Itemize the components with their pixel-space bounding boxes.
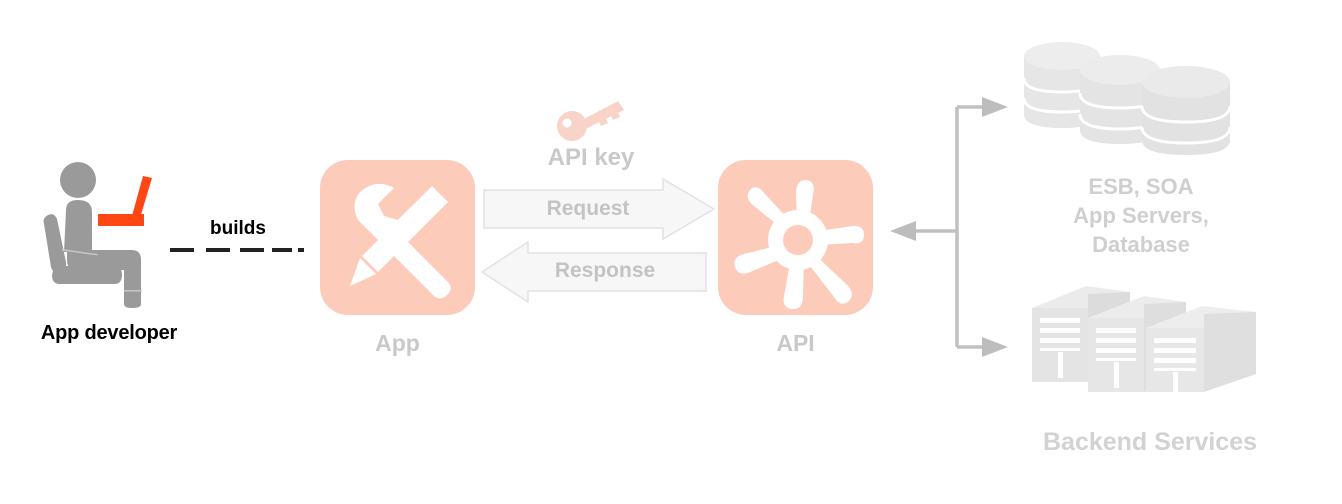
request-arrow [483, 178, 715, 240]
api-key-label: API key [547, 144, 635, 171]
database-label-line-1: ESB, SOA [1088, 174, 1194, 199]
database-cylinders-icon [1022, 42, 1232, 155]
key-icon [557, 101, 624, 141]
server-racks-icon [1032, 286, 1256, 392]
developer-label: App developer [40, 322, 178, 344]
backend-services-label: Backend Services [1042, 428, 1258, 456]
response-arrow [481, 241, 707, 303]
database-label-line-2: App Servers, [1073, 203, 1209, 228]
seated-developer-with-laptop-icon [43, 162, 152, 308]
response-label: Response [554, 259, 656, 282]
builds-dashed-line [170, 248, 304, 252]
database-label: ESB, SOA App Servers, Database [1010, 172, 1272, 259]
api-node-label: API [776, 330, 815, 356]
request-label: Request [546, 197, 630, 220]
builds-link-label: builds [210, 218, 266, 239]
backend-connector-lines [890, 97, 1008, 357]
wrench-and-pencil-icon [350, 183, 451, 299]
app-node-label: App [375, 330, 420, 356]
database-label-line-3: Database [1092, 232, 1190, 257]
api-starburst-icon [734, 180, 864, 310]
